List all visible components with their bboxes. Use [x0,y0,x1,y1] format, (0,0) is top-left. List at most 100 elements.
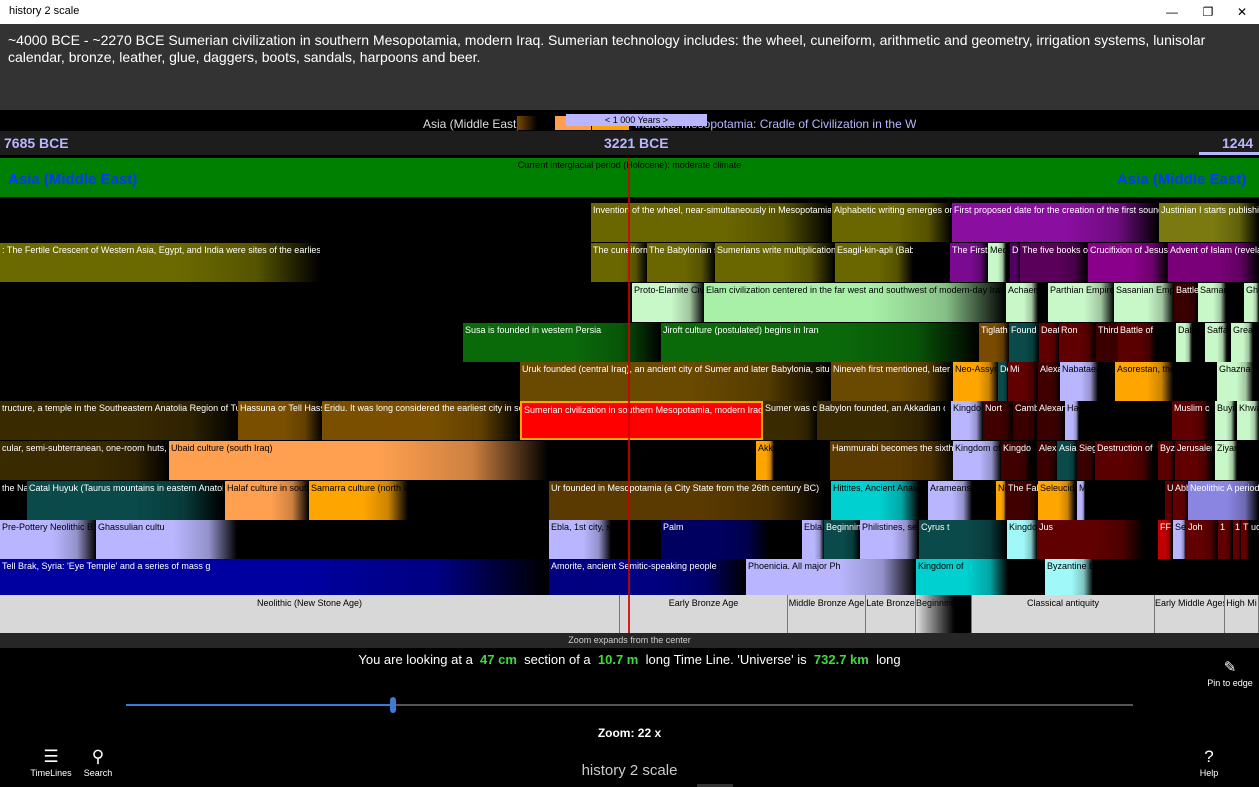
timeline-event[interactable]: Cyrus t [919,520,1007,559]
timeline-event[interactable]: Ha [1065,401,1079,440]
timeline-event[interactable]: Jus [1037,520,1144,559]
timeline-event[interactable]: Nabataea [1060,362,1098,401]
timeline-event[interactable]: Khwa [1237,401,1259,440]
timeline-event[interactable]: uously occupied city in the world. [1251,522,1259,532]
timeline-event[interactable]: Byzantine Empire. [1045,559,1093,595]
timeline-event[interactable]: FF [1158,520,1172,559]
timeline-event[interactable]: Kingdom of [916,559,1008,595]
timeline-event[interactable]: Alphabetic writing emerges or [832,203,952,242]
timeline-event[interactable]: The Fal [1006,481,1038,520]
timeline-event[interactable]: Pre-Pottery Neolithic B period. Peo [0,520,96,559]
timeline-event[interactable]: Akka [756,441,774,480]
timeline-event[interactable]: Palm [661,520,769,559]
timeline-event[interactable]: Byz [1158,441,1175,480]
timeline-event[interactable]: The First [950,243,988,282]
timeline-event[interactable]: Hassuna or Tell Hass [238,401,322,440]
close-button[interactable]: ✕ [1236,5,1248,19]
timeline-event[interactable]: Um [1165,481,1173,520]
timeline-event[interactable]: Tell Brak, Syria: 'Eye Temple' and a ser… [0,559,548,595]
timeline-event[interactable]: Asia [1057,441,1077,480]
timeline-event[interactable]: Arameans, [928,481,972,520]
timeline-event[interactable]: Parthian Empire, [1048,283,1114,322]
timeline-event[interactable]: Proto-Elamite Civ [632,283,704,322]
era-segment[interactable]: Middle Bronze Age [788,595,866,633]
pin-to-edge-button[interactable]: ✎ Pin to edge [1202,658,1258,688]
timeline-event[interactable]: Seleucid [1038,481,1075,520]
timeline-event[interactable]: Neolithic A period. The [1188,481,1259,520]
timeline-event[interactable]: Susa is founded in western Persia [463,323,661,362]
timeline-event[interactable]: Camby [1013,401,1037,440]
timeline-event[interactable]: Invention of the wheel, near-simultaneou… [591,203,831,242]
timeline-event[interactable]: Kingdo [951,401,983,440]
timeline-event[interactable]: Ron [1059,323,1096,362]
timeline-event[interactable]: Deat [1039,323,1059,362]
timeline-event[interactable]: Sasanian Empi [1114,283,1174,322]
search-button[interactable]: ⚲ Search [73,746,123,778]
era-segment[interactable]: Early Bronze Age [620,595,788,633]
era-segment[interactable]: Early Middle Ages [1155,595,1225,633]
era-segment[interactable]: Beginning of I [916,595,972,633]
timeline-event[interactable]: First proposed date for the creation of … [952,203,1159,242]
timeline-event[interactable]: Sumer was co [763,401,818,440]
timeline-event[interactable]: M [1077,481,1085,520]
timeline-event[interactable]: Elam civilization centered in the far we… [704,283,1006,322]
timelines-button[interactable]: ☰ TimeLines [26,746,76,778]
timeline-event[interactable]: Samarra culture (north Ir [309,481,408,520]
timeline-event[interactable]: Destruction of Je [1095,441,1154,480]
timeline-event[interactable]: Great [1231,323,1253,362]
timeline-event[interactable]: Catal Huyuk (Taurus mountains in eastern… [27,481,223,520]
timeline-event[interactable]: Alexan [1037,401,1065,440]
timeline-event[interactable]: Nort [983,401,1013,440]
timeline-event[interactable]: T [1241,520,1249,559]
timeline-event[interactable]: Buyi [1215,401,1235,440]
zoom-slider[interactable] [126,697,1133,713]
timeline-event[interactable]: Ghazna [1217,362,1253,401]
timeline-event[interactable]: Muslim co [1172,401,1210,440]
timeline-event[interactable]: Ne [996,481,1006,520]
timeline-event[interactable]: Med [988,243,1006,282]
timeline-event[interactable]: Samar [1198,283,1226,322]
timeline-event[interactable]: Crucifixion of Jesus C [1088,243,1168,282]
timeline-event[interactable]: Hittites, Ancient Anato [831,481,919,520]
timeline-event[interactable]: 1 [1218,520,1232,559]
timeline-event[interactable]: Gh [1244,283,1259,322]
timeline-event[interactable]: Eridu. It was long considered the earlie… [322,401,520,440]
timeline-event[interactable]: Kingdom [1001,441,1031,480]
timeline-event[interactable]: tructure, a temple in the Southeastern A… [0,401,238,440]
help-button[interactable]: ? Help [1184,746,1234,778]
era-segment[interactable]: High Mi [1225,595,1259,633]
timeline-event[interactable]: Kingdom of Armenia. The p [1007,520,1037,559]
timeline-event[interactable]: Jerusalem [1175,441,1212,480]
timeline-event[interactable]: Ebla, 2nd [802,520,824,559]
timeline-event[interactable]: Second [1173,520,1186,559]
timeline-event[interactable]: Sieg [1077,441,1095,480]
timeline-event[interactable]: Hammurabi becomes the sixth [830,441,956,480]
era-segment[interactable]: Neolithic (New Stone Age) [0,595,620,633]
timeline-event[interactable]: Nineveh first mentioned, later [831,362,951,401]
timeline-event[interactable]: Achaem [1006,283,1038,322]
timeline-event[interactable]: Battle [1174,283,1198,322]
timeline-event[interactable]: Sumerians write multiplication [715,243,835,282]
timeline-event[interactable]: Alex [1037,441,1057,480]
era-segment[interactable]: Classical antiquity [972,595,1155,633]
timeline-event[interactable]: Justinian I starts publishin [1159,203,1259,242]
timeline-event[interactable]: Mi [1008,362,1038,401]
timeline-event[interactable]: Tiglath [979,323,1009,362]
timeline-event[interactable]: Ur founded in Mesopotamia (a City State … [549,481,825,520]
timeline-event[interactable]: Esagil-kin-apli (Bab [835,243,913,282]
era-segment[interactable]: Late Bronze [866,595,916,633]
zoom-unit-indicator[interactable]: < 1 000 Years > [566,114,707,126]
timeline-event[interactable]: Asorestan, the [1115,362,1173,401]
timeline-event[interactable]: cular, semi-subterranean, one-room huts,… [0,441,169,480]
timeline-event[interactable]: Ebla, 1st city, southwest of [549,520,611,559]
timeline-event[interactable]: D [1010,243,1020,282]
timeline-event[interactable]: The five books of [1020,243,1088,282]
timeline-event[interactable]: Uruk founded (central Iraq), an ancient … [520,362,830,401]
timeline-event[interactable]: Dab [1176,323,1192,362]
timeline-event[interactable]: Battle of Mis [1118,323,1156,362]
timeline-event[interactable]: Joh [1186,520,1218,559]
timeline-event[interactable]: 1 [1233,520,1241,559]
timeline-event[interactable]: Advent of Islam (revela [1168,243,1259,282]
timeline-event[interactable]: Sumerian civilization in southern Mesopo… [520,401,763,440]
timeline-event[interactable]: Phoenicia. All major Ph [746,559,916,595]
